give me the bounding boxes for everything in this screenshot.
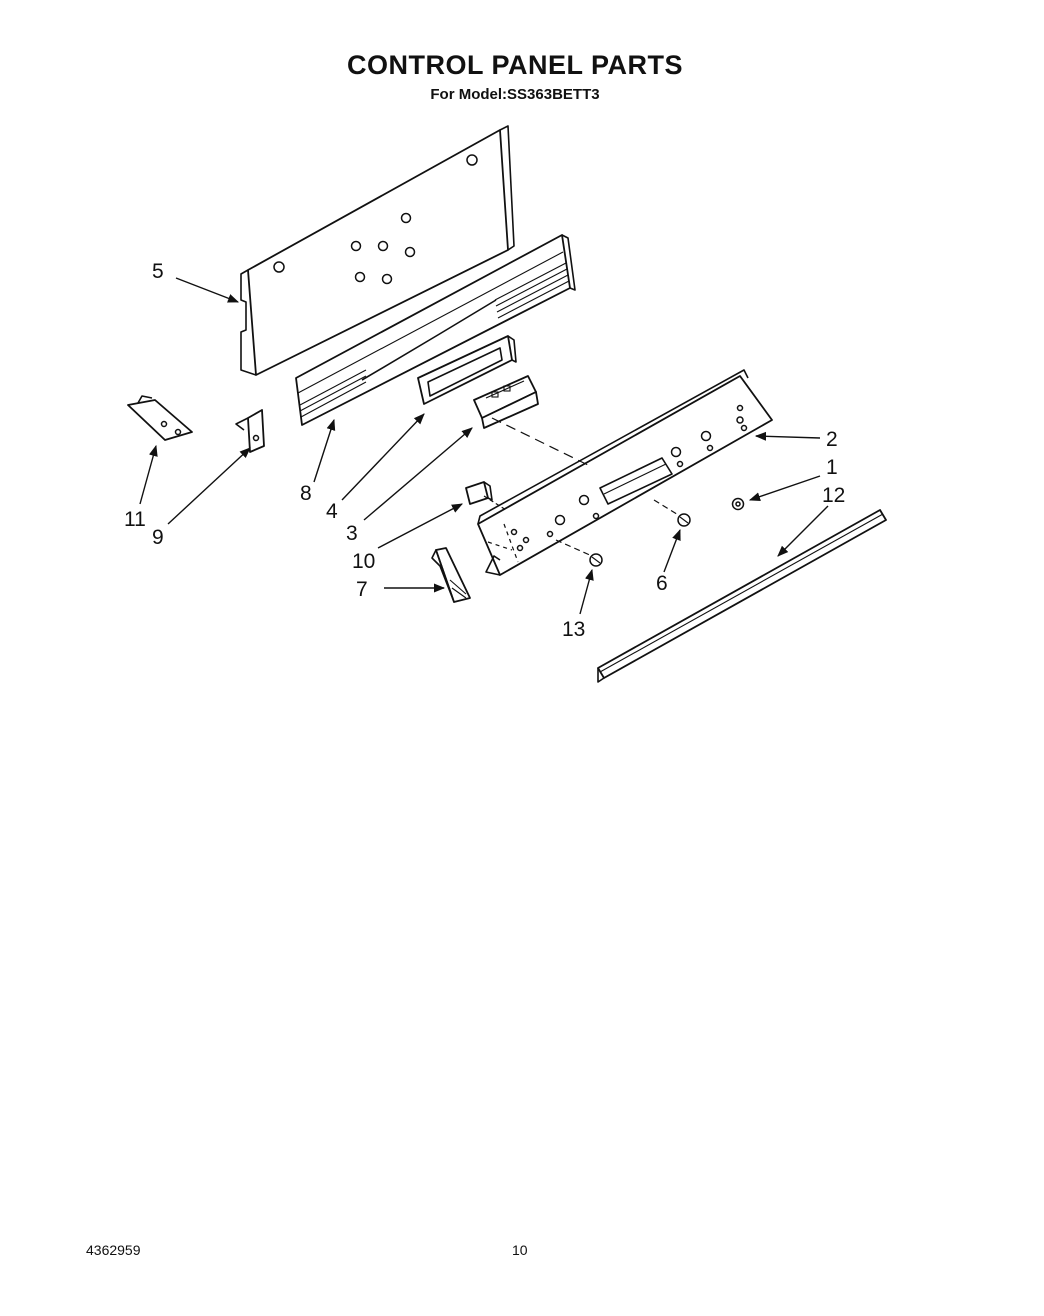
leader-6	[663, 528, 681, 573]
alignment-lines	[483, 417, 681, 563]
leader-2	[754, 431, 821, 441]
part-11-bracket	[127, 395, 193, 441]
callout-8: 8	[300, 482, 312, 505]
model-subtitle: For Model:SS363BETT3	[430, 86, 600, 103]
part-3-clock-module	[473, 375, 539, 429]
callout-10: 10	[352, 550, 375, 573]
part-2-control-panel	[477, 369, 773, 576]
leader-4	[341, 413, 425, 501]
callout-1: 1	[826, 456, 838, 479]
leader-8	[313, 418, 336, 483]
part-8-trim-strip	[295, 234, 576, 426]
part-7-end-cap	[431, 547, 471, 603]
leader-lines	[139, 277, 829, 615]
callout-12: 12	[822, 484, 845, 507]
part-10-switch	[465, 481, 493, 505]
callout-11: 11	[124, 508, 146, 531]
callout-9: 9	[152, 526, 164, 549]
part-4-bracket	[417, 335, 517, 405]
document-number: 4362959	[86, 1242, 141, 1258]
callout-5: 5	[152, 260, 164, 283]
callout-6: 6	[656, 572, 668, 595]
leader-3	[363, 427, 473, 521]
leader-9	[167, 447, 251, 525]
part-9-bracket	[235, 409, 265, 453]
callout-2: 2	[826, 428, 838, 451]
callout-4: 4	[326, 500, 338, 523]
callout-3: 3	[346, 522, 358, 545]
part-5-back-panel	[240, 125, 515, 376]
part-6-screw	[677, 513, 691, 527]
leader-10	[377, 503, 463, 549]
part-13-screw	[589, 553, 603, 567]
leader-11	[139, 444, 158, 505]
leader-13	[579, 568, 594, 615]
part-1-nut	[731, 497, 745, 511]
leader-1	[748, 475, 821, 501]
leader-5	[175, 277, 240, 303]
callout-labels: 1 2 3 4 5 6 7 8 9 10 11 12 13	[124, 260, 845, 641]
leader-12	[777, 505, 829, 557]
page-title: CONTROL PANEL PARTS	[346, 50, 684, 80]
part-12-trim-strip	[597, 509, 887, 683]
callout-7: 7	[356, 578, 368, 601]
callout-13: 13	[562, 618, 585, 641]
page-number: 10	[512, 1242, 528, 1258]
